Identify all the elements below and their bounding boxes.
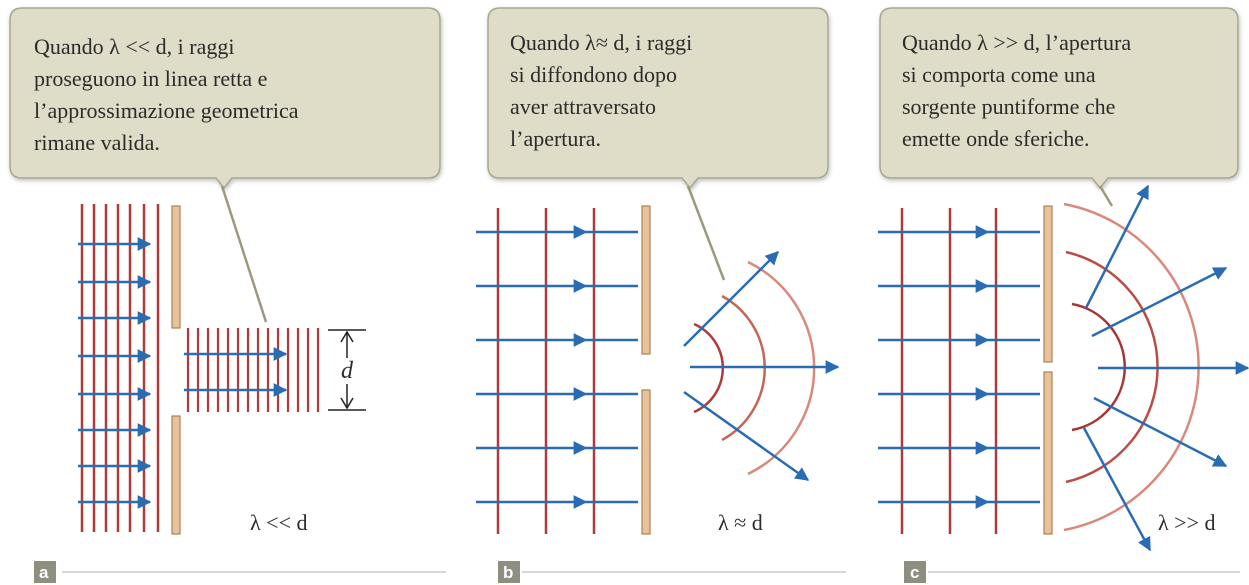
panel-a-letter-badge bbox=[34, 561, 56, 583]
panel-a: Quando λ << d, i raggi proseguono in lin… bbox=[9, 7, 446, 583]
panel-c-barrier-top bbox=[1043, 205, 1053, 363]
panel-c-incident-ray-tails bbox=[988, 230, 1040, 504]
panel-c-incident-wavefronts bbox=[900, 208, 998, 534]
panel-b-incident-ray-tails bbox=[586, 230, 638, 504]
panel-a-callout-pointer bbox=[220, 185, 268, 323]
panel-c-incident-rays bbox=[878, 225, 990, 509]
panel-c: Quando λ >> d, l’apertura si comporta co… bbox=[878, 7, 1249, 583]
panel-b-incident-wavefronts bbox=[496, 208, 596, 534]
panel-a-gap-dimension bbox=[328, 329, 366, 411]
panel-b-incident-rays bbox=[476, 225, 588, 509]
panel-b-letter: b bbox=[503, 563, 513, 582]
svg-text:Quando λ≈ d, i raggi s: Quando λ≈ d, i raggi si diffondono dopo … bbox=[510, 30, 698, 151]
panel-b-callout: Quando λ≈ d, i raggi si diffondono dopo … bbox=[487, 7, 829, 281]
panel-a-incident-wavefronts bbox=[80, 204, 160, 532]
panel-a-transmitted-wavefronts bbox=[186, 328, 320, 412]
panel-b-callout-line-2: si diffondono dopo bbox=[510, 62, 677, 87]
panel-c-callout-line-2: si comporta come una bbox=[902, 62, 1096, 87]
panel-c-spherical-rays bbox=[1082, 184, 1249, 552]
panel-a-callout-line-3: l’approssimazione geometrica bbox=[34, 98, 299, 123]
svg-text:Quando λ >> d, l’apertura: Quando λ >> d, l’apertura si comporta co… bbox=[902, 30, 1137, 151]
panel-a-incident-rays bbox=[78, 237, 152, 509]
panel-b-barrier-top bbox=[641, 205, 651, 355]
panel-b-callout-line-3: aver attraversato bbox=[510, 94, 656, 119]
panel-a-callout-line-4: rimane valida. bbox=[34, 130, 160, 155]
svg-text:Quando λ << d, i raggi: Quando λ << d, i raggi proseguono in lin… bbox=[34, 34, 304, 155]
panel-c-callout-line-1: Quando λ >> d, l’apertura bbox=[902, 30, 1131, 55]
panel-b-barrier bbox=[641, 205, 651, 535]
panel-b-callout-line-1: Quando λ≈ d, i raggi bbox=[510, 30, 692, 55]
panel-a-barrier-bottom bbox=[171, 415, 181, 535]
panel-b-diffracted-rays bbox=[683, 251, 840, 482]
panel-a-gap-label: d bbox=[341, 358, 354, 384]
panel-c-barrier bbox=[1043, 205, 1053, 535]
panel-b-callout-bubble bbox=[487, 7, 829, 190]
panel-b-condition: λ ≈ d bbox=[718, 510, 763, 535]
panel-b: Quando λ≈ d, i raggi si diffondono dopo … bbox=[476, 7, 846, 583]
panel-a-callout-bubble bbox=[9, 7, 441, 190]
panel-c-callout-line-4: emette onde sferiche. bbox=[902, 126, 1090, 151]
panel-a-callout-line-2: proseguono in linea retta e bbox=[34, 66, 267, 91]
panel-a-condition: λ << d bbox=[250, 510, 307, 535]
panel-b-letter-badge bbox=[498, 561, 520, 583]
panel-c-letter: c bbox=[910, 563, 919, 582]
panel-b-callout-pointer bbox=[686, 185, 726, 281]
panel-c-callout-bubble bbox=[879, 7, 1239, 190]
panel-c-callout-line-3: sorgente puntiforme che bbox=[902, 94, 1115, 119]
panel-a-letter: a bbox=[39, 563, 49, 582]
panel-a-callout: Quando λ << d, i raggi proseguono in lin… bbox=[9, 7, 441, 323]
panel-c-barrier-bottom bbox=[1043, 371, 1053, 535]
panel-c-condition: λ >> d bbox=[1158, 510, 1215, 535]
panel-a-callout-line-1: Quando λ << d, i raggi bbox=[34, 34, 234, 59]
panel-c-letter-badge bbox=[904, 561, 926, 583]
panel-a-barrier bbox=[171, 205, 181, 535]
panel-a-barrier-top bbox=[171, 205, 181, 329]
panel-a-transmitted-rays bbox=[184, 347, 288, 397]
panel-b-barrier-bottom bbox=[641, 389, 651, 535]
panel-c-callout: Quando λ >> d, l’apertura si comporta co… bbox=[879, 7, 1239, 207]
panel-b-callout-line-4: l’apertura. bbox=[510, 126, 601, 151]
panel-c-callout-pointer bbox=[1098, 185, 1114, 207]
